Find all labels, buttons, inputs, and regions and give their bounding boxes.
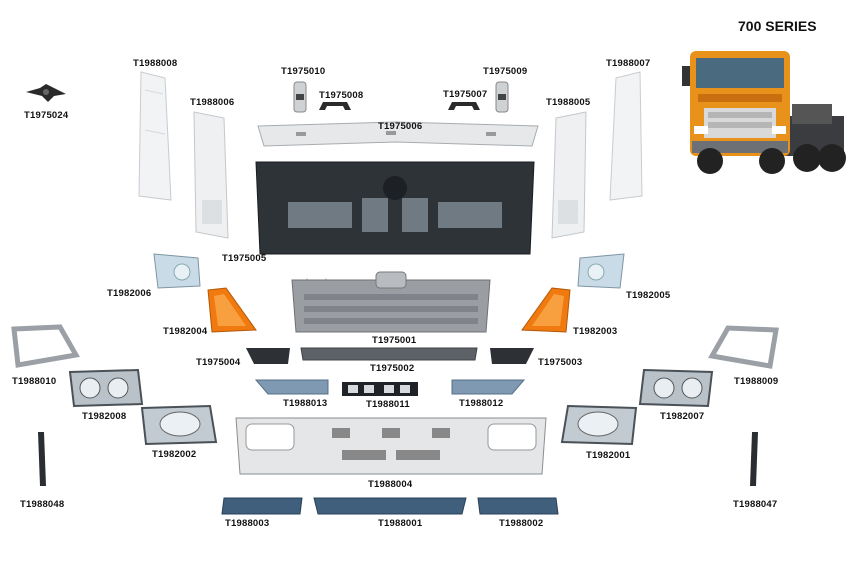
label-T1982005: T1982005: [626, 290, 671, 301]
label-T1975024: T1975024: [24, 110, 69, 121]
label-T1975008: T1975008: [319, 90, 364, 101]
headlamp-bracket-left-image: [11, 324, 80, 368]
label-T1982001: T1982001: [586, 450, 631, 461]
label-T1988008: T1988008: [133, 58, 178, 69]
label-T1975001: T1975001: [372, 335, 417, 346]
label-T1988007: T1988007: [606, 58, 651, 69]
label-T1988012: T1988012: [459, 398, 504, 409]
lower-bar-image: [300, 347, 478, 361]
corner-right-image: [490, 348, 534, 364]
label-T1988048: T1988048: [20, 499, 65, 510]
label-T1982003: T1982003: [573, 326, 618, 337]
label-T1975007: T1975007: [443, 89, 488, 100]
side-panel-right-outer-image: [609, 71, 643, 201]
headlamp-left-image: [68, 368, 144, 408]
label-T1988005: T1988005: [546, 97, 591, 108]
label-T1988047: T1988047: [733, 499, 778, 510]
label-T1982007: T1982007: [660, 411, 705, 422]
lower-cover-right-image: [477, 497, 559, 515]
handle-left-image: [319, 102, 351, 110]
label-T1975002: T1975002: [370, 363, 415, 374]
lower-cover-left-image: [221, 497, 303, 515]
lamp-upper-right-image: [577, 253, 625, 289]
label-T1988013: T1988013: [283, 398, 328, 409]
clip-part-image: [26, 84, 66, 102]
label-T1988004: T1988004: [368, 479, 413, 490]
label-T1982006: T1982006: [107, 288, 152, 299]
label-T1975004: T1975004: [196, 357, 241, 368]
top-garnish-image: [257, 121, 539, 147]
label-T1988003: T1988003: [225, 518, 270, 529]
label-T1988002: T1988002: [499, 518, 544, 529]
amber-lamp-right-image: [521, 287, 571, 333]
headlamp-right-image: [638, 368, 714, 408]
label-T1988009: T1988009: [734, 376, 779, 387]
trim-right-image: [451, 379, 526, 395]
front-panel-image: [255, 161, 535, 255]
center-grille-small-image: [342, 382, 418, 396]
headlamp-bracket-right-image: [708, 325, 779, 369]
label-T1982002: T1982002: [152, 449, 197, 460]
stay-left-image: [38, 432, 46, 486]
label-T1975006: T1975006: [378, 121, 423, 132]
side-panel-left-outer-image: [138, 71, 172, 201]
label-T1988001: T1988001: [378, 518, 423, 529]
trim-left-image: [254, 379, 329, 395]
corner-left-image: [246, 348, 290, 364]
label-T1982004: T1982004: [163, 326, 208, 337]
label-T1988011: T1988011: [366, 399, 410, 410]
bumper-image: [235, 417, 547, 475]
stay-right-image: [750, 432, 758, 486]
bracket-right-image: [495, 81, 509, 113]
side-panel-right-inner-image: [551, 111, 587, 239]
label-T1975009: T1975009: [483, 66, 528, 77]
label-T1975003: T1975003: [538, 357, 583, 368]
fog-lamp-left-image: [140, 404, 218, 446]
label-T1975010: T1975010: [281, 66, 326, 77]
side-panel-left-inner-image: [193, 111, 229, 239]
series-title: 700 SERIES: [738, 18, 817, 34]
lamp-upper-left-image: [153, 253, 201, 289]
handle-right-image: [448, 102, 480, 110]
amber-lamp-left-image: [207, 287, 257, 333]
label-T1988010: T1988010: [12, 376, 57, 387]
label-T1982008: T1982008: [82, 411, 127, 422]
truck-image: [682, 51, 846, 174]
fog-lamp-right-image: [560, 404, 638, 446]
lower-cover-center-image: [313, 497, 467, 515]
label-T1988006: T1988006: [190, 97, 235, 108]
grille-image: [291, 271, 491, 333]
bracket-left-image: [293, 81, 307, 113]
label-T1975005: T1975005: [222, 253, 267, 264]
